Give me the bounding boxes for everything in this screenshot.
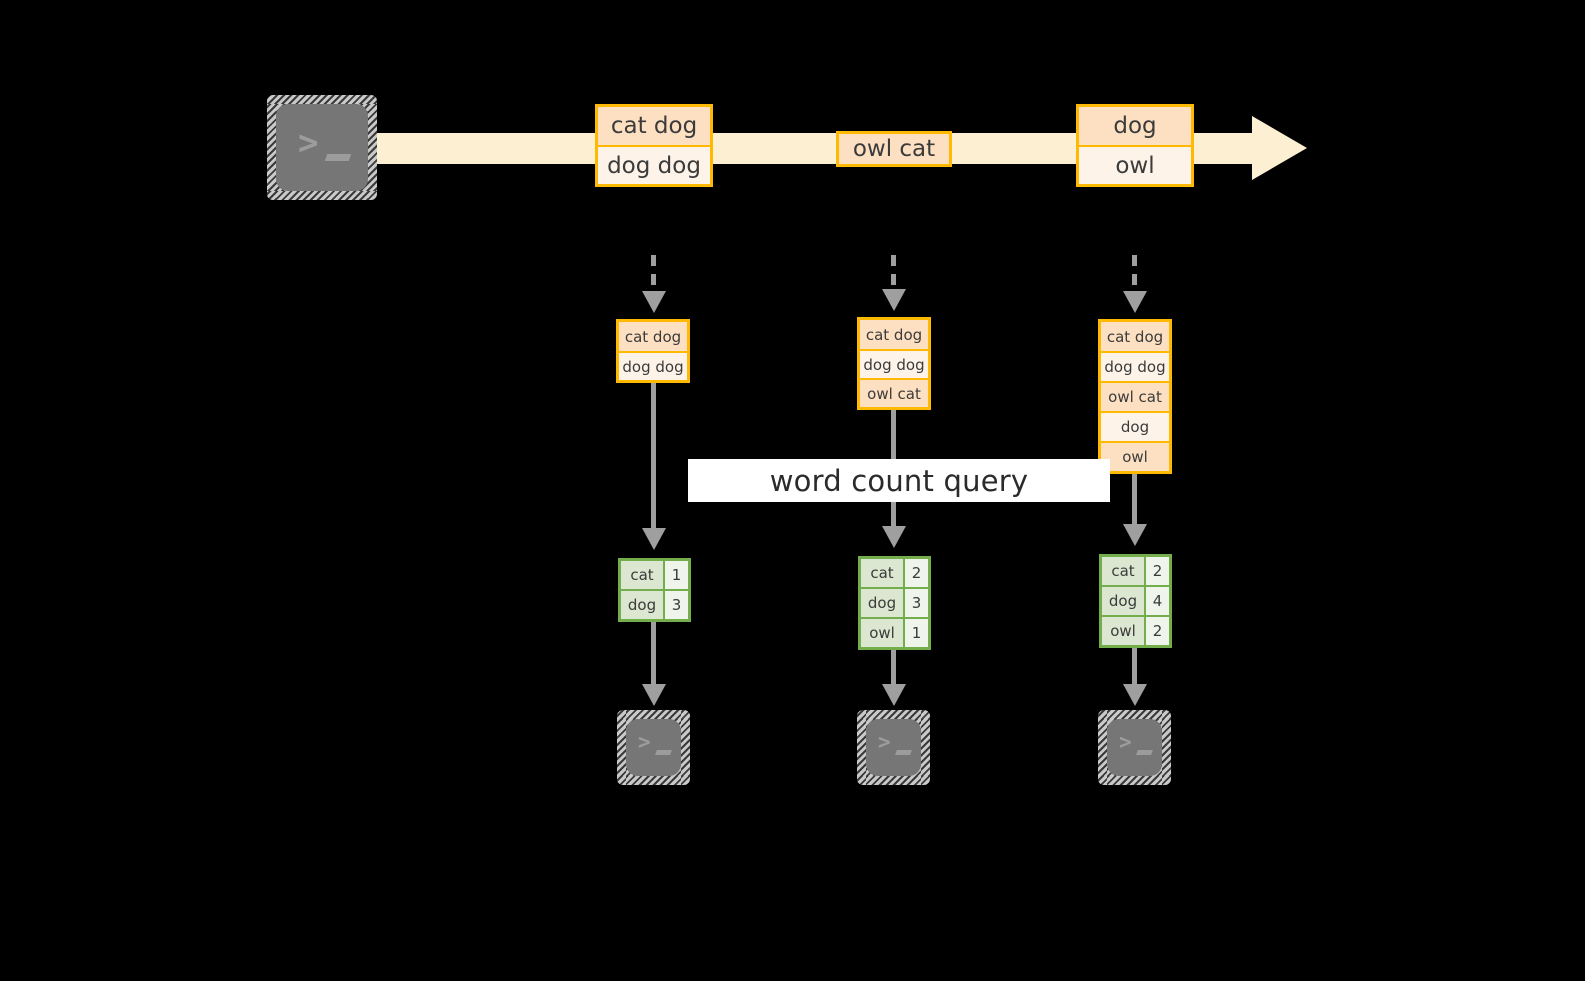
column-2-sink-connector-arrowhead-icon [882,684,906,706]
stream-event-1-line-1: cat dog [598,107,710,145]
column-2-sink-terminal-icon: > [857,710,930,785]
column-1-sink-connector [651,622,656,687]
column-1-stream-connector [651,255,656,293]
table-row: owl 1 [861,617,928,647]
query-label-band: word count query [688,459,1110,502]
column-2-input-line-1: cat dog [860,320,928,349]
column-3-result-count-1: 2 [1144,557,1169,585]
table-row: cat 2 [1102,557,1169,585]
stream-event-1-line-2: dog dog [598,145,710,184]
column-1-input-line-1: cat dog [619,322,687,351]
stream-arrowhead-icon [1252,116,1307,180]
column-1-sink-terminal-prompt: > [638,730,651,754]
column-3-input-line-2: dog dog [1101,351,1169,381]
column-3-stream-connector [1132,255,1137,293]
source-terminal-prompt: > [298,123,319,163]
column-1-sink-terminal-cursor-icon [655,750,672,755]
column-1-query-connector-arrowhead-icon [642,528,666,550]
stream-event-3-line-2: owl [1079,145,1191,184]
table-row: dog 4 [1102,585,1169,615]
column-2-stream-connector [891,255,896,291]
column-3-stream-connector-arrowhead-icon [1123,291,1147,313]
column-1-result-word-2: dog [621,591,663,619]
column-2-sink-connector [891,650,896,687]
column-3-query-connector-arrowhead-icon [1123,524,1147,546]
table-row: cat 1 [621,561,688,589]
column-2-result-table: cat 2 dog 3 owl 1 [858,556,931,650]
column-3-sink-terminal-icon: > [1098,710,1171,785]
column-1-sink-terminal-icon: > [617,710,690,785]
column-2-result-word-2: dog [861,589,903,617]
column-2-result-word-3: owl [861,619,903,647]
column-1-stream-connector-arrowhead-icon [642,291,666,313]
column-1-query-connector [651,383,656,531]
column-3-result-table: cat 2 dog 4 owl 2 [1099,554,1172,648]
column-3-result-word-1: cat [1102,557,1144,585]
table-row: dog 3 [861,587,928,617]
column-2-input-box: cat dog dog dog owl cat [857,317,931,410]
column-3-sink-terminal-body: > [1107,719,1162,776]
column-3-result-word-2: dog [1102,587,1144,615]
column-2-query-connector-arrowhead-icon [882,526,906,548]
column-1-sink-connector-arrowhead-icon [642,684,666,706]
stream-event-2-line-1: owl cat [839,134,949,164]
column-2-stream-connector-arrowhead-icon [882,289,906,311]
column-1-input-line-2: dog dog [619,351,687,380]
stream-event-3: dog owl [1076,104,1194,187]
column-3-input-line-5: owl [1101,441,1169,471]
column-3-input-line-3: owl cat [1101,381,1169,411]
column-3-input-box: cat dog dog dog owl cat dog owl [1098,319,1172,474]
column-2-result-word-1: cat [861,559,903,587]
stream-event-1: cat dog dog dog [595,104,713,187]
source-terminal-icon: > [267,95,377,200]
column-2-sink-terminal-cursor-icon [895,750,912,755]
column-2-input-line-3: owl cat [860,378,928,407]
column-2-sink-terminal-prompt: > [878,730,891,754]
query-label-text: word count query [769,463,1029,498]
column-2-sink-terminal-body: > [866,719,921,776]
column-1-sink-terminal-body: > [626,719,681,776]
source-terminal-cursor-icon [324,154,352,161]
column-1-result-count-1: 1 [663,561,688,589]
column-3-sink-terminal-prompt: > [1119,730,1132,754]
table-row: dog 3 [621,589,688,619]
column-3-result-count-3: 2 [1144,617,1169,645]
column-1-result-word-1: cat [621,561,663,589]
column-3-input-line-4: dog [1101,411,1169,441]
column-1-result-table: cat 1 dog 3 [618,558,691,622]
column-1-result-count-2: 3 [663,591,688,619]
stream-event-3-line-1: dog [1079,107,1191,145]
column-3-result-count-2: 4 [1144,587,1169,615]
column-1-input-box: cat dog dog dog [616,319,690,383]
column-3-sink-connector-arrowhead-icon [1123,684,1147,706]
source-terminal-body: > [276,104,368,191]
stream-event-2: owl cat [836,131,952,167]
column-3-result-word-3: owl [1102,617,1144,645]
column-3-sink-terminal-cursor-icon [1136,750,1153,755]
column-2-result-count-1: 2 [903,559,928,587]
column-2-input-line-2: dog dog [860,349,928,378]
column-2-result-count-2: 3 [903,589,928,617]
column-3-input-line-1: cat dog [1101,322,1169,351]
column-3-sink-connector [1132,648,1137,687]
column-3-query-connector [1132,474,1137,527]
table-row: owl 2 [1102,615,1169,645]
column-2-result-count-3: 1 [903,619,928,647]
table-row: cat 2 [861,559,928,587]
